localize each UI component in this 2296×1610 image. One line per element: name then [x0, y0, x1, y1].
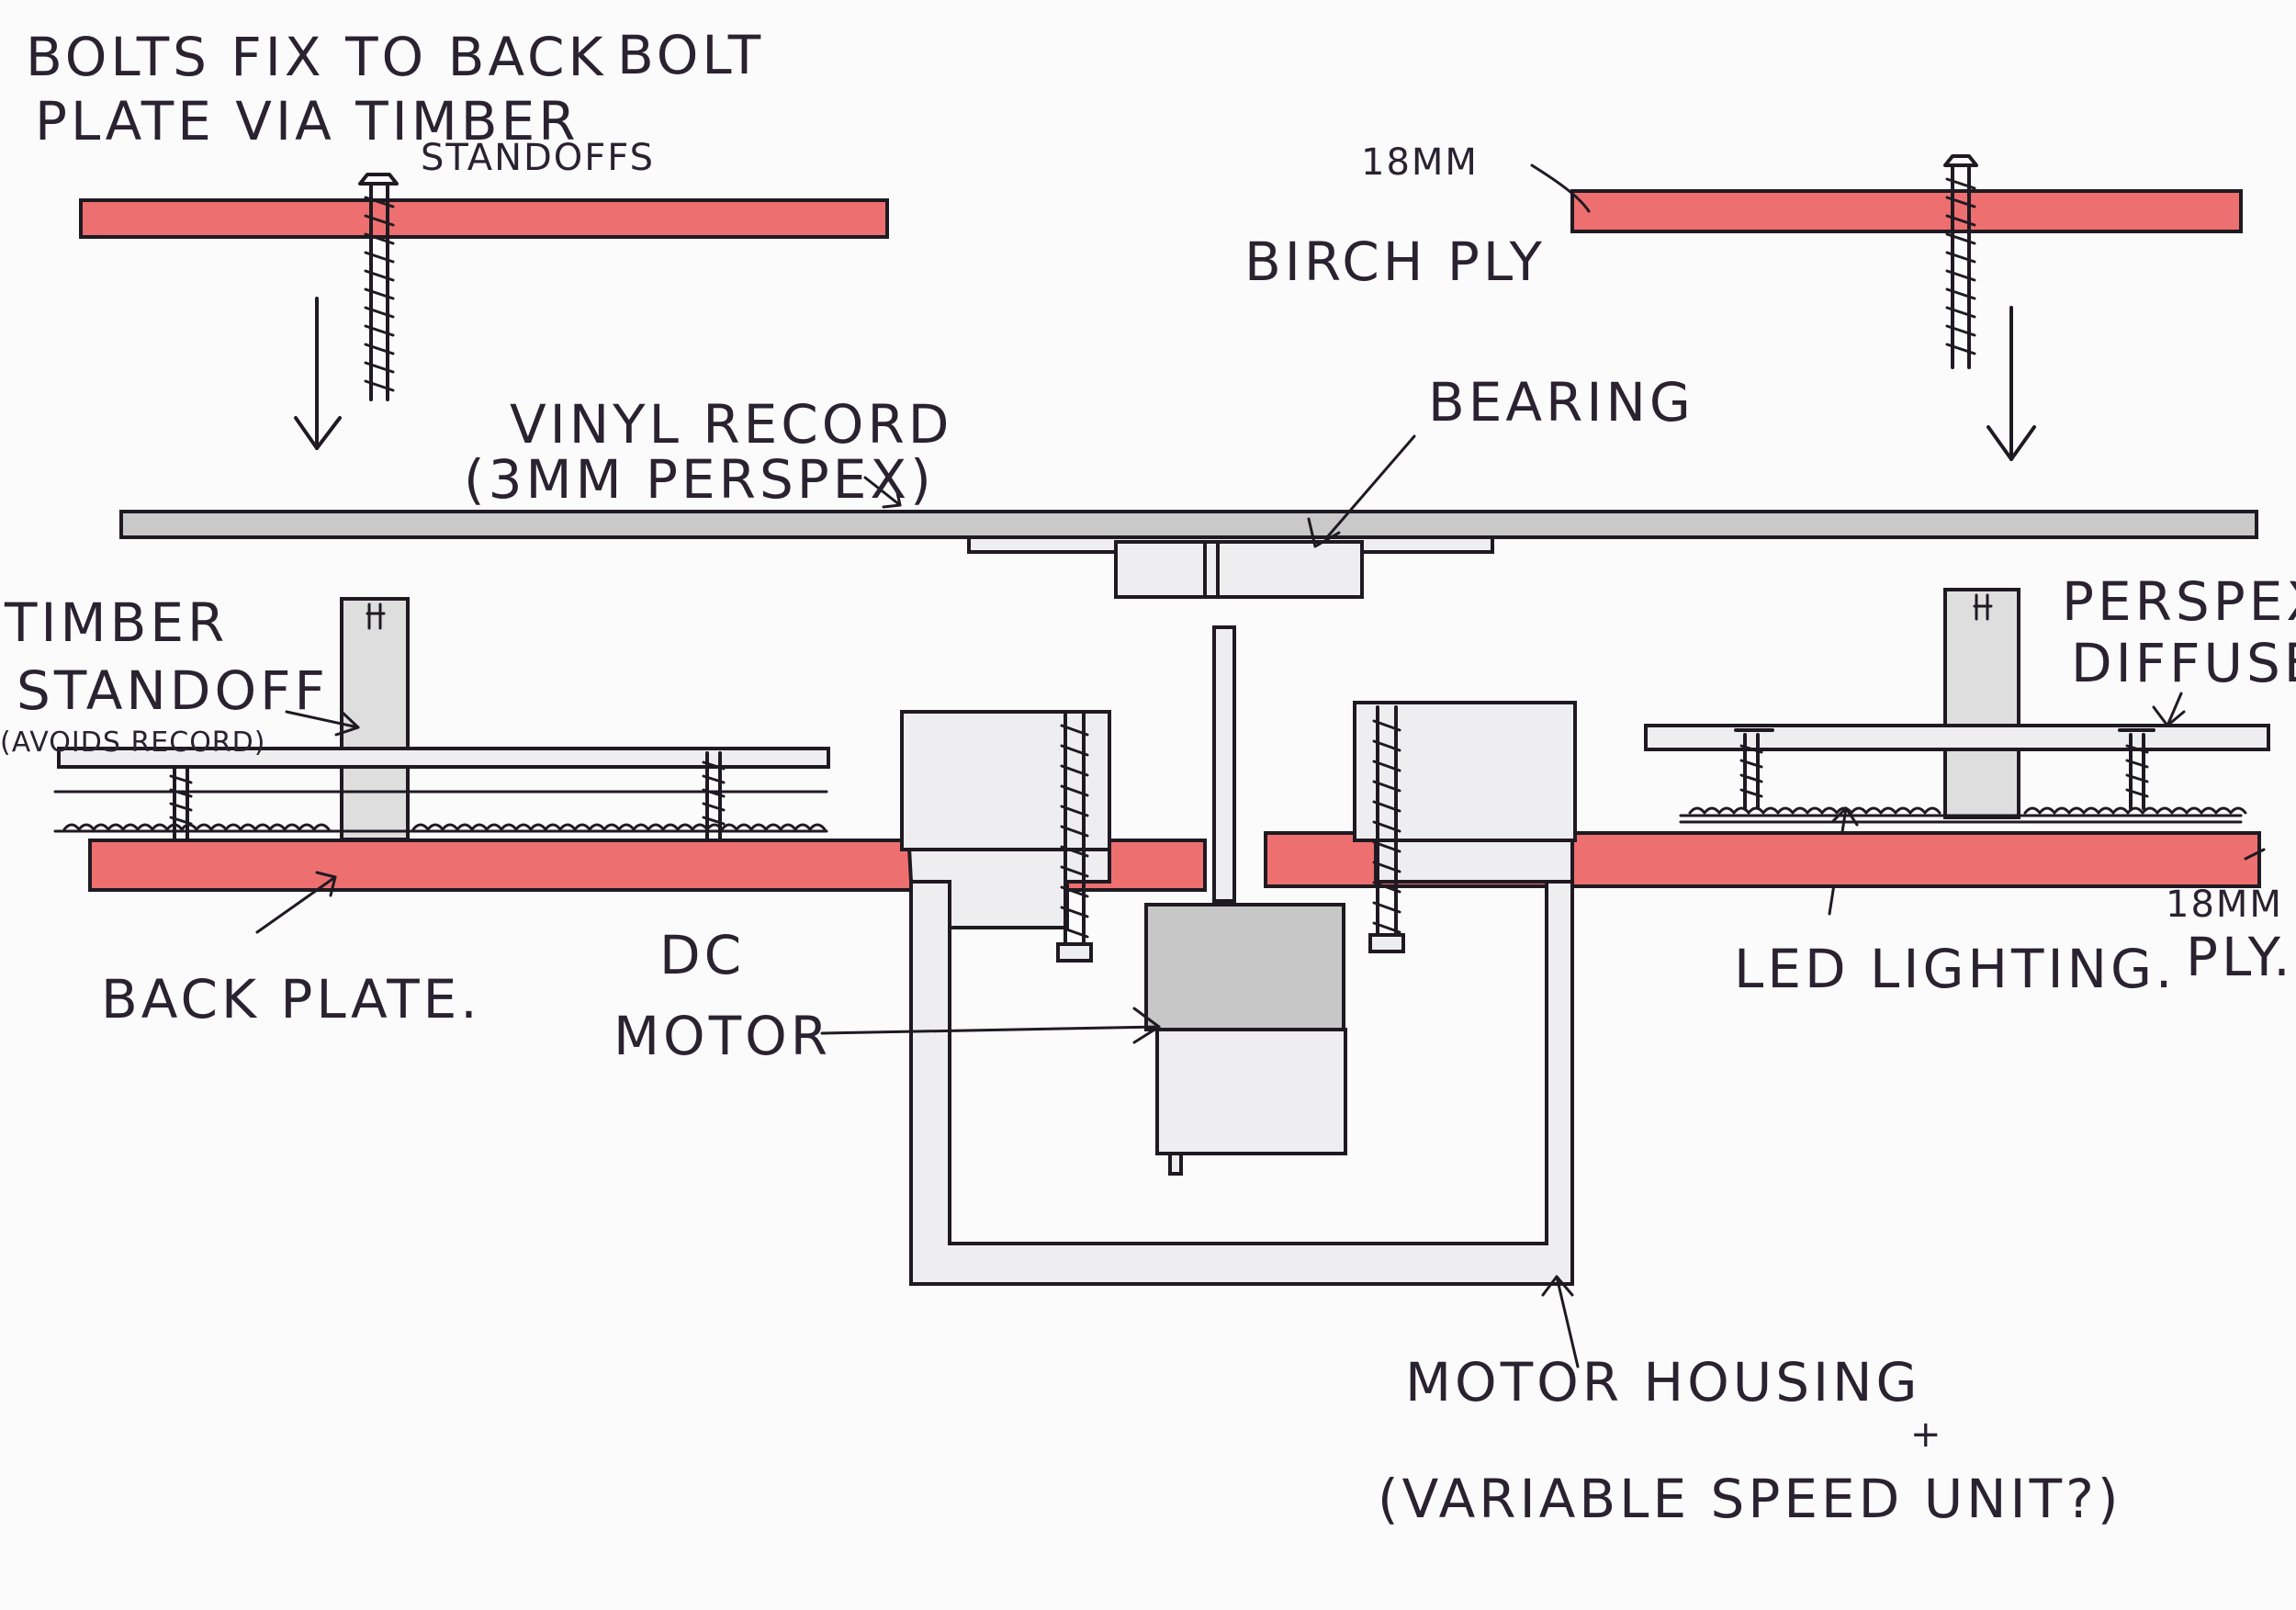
- bearing-leader: [1307, 434, 1416, 548]
- top-left-bolt: [358, 173, 399, 401]
- birch-ply-leader: [1530, 163, 1591, 213]
- label-variable-speed: (VARIABLE SPEED UNIT?): [1378, 1468, 2122, 1530]
- housing-bolt-right: [1368, 705, 1405, 953]
- bearing-block: [1114, 540, 1364, 599]
- housing-bolt-left: [1056, 710, 1093, 963]
- right-diffuser-screw-2: [2118, 728, 2155, 810]
- label-ply-right: PLY.: [2186, 926, 2294, 988]
- label-bolts-fix-line2: PLATE VIA TIMBER: [35, 90, 580, 152]
- annotations: BOLTS FIX TO BACK PLATE VIA TIMBER STAND…: [0, 24, 2296, 1530]
- right-perspex-diffuser: [1644, 724, 2270, 751]
- dc-motor: [820, 903, 1347, 1176]
- left-perspex-diffuser: [57, 747, 830, 769]
- label-dc: DC: [659, 924, 745, 986]
- right-led-strip-b: [2023, 806, 2247, 815]
- motor-housing: [899, 701, 1580, 1368]
- label-vinyl-record-line2: (3MM PERSPEX): [464, 448, 935, 511]
- top-right-ply-detail: [1530, 154, 2243, 461]
- right-led-strip-a: [1688, 806, 1941, 815]
- label-timber-line1: TIMBER: [4, 591, 228, 654]
- dc-motor-lower: [1155, 1028, 1347, 1155]
- top-left-ply-board: [79, 198, 889, 239]
- label-back-plate: BACK PLATE.: [101, 968, 481, 1030]
- dc-motor-terminal: [1168, 1152, 1183, 1176]
- label-ply-thickness-right: 18MM: [2166, 884, 2283, 926]
- top-left-ply-detail: [79, 173, 889, 450]
- top-right-ply-board: [1570, 189, 2243, 233]
- label-bolt: BOLT: [617, 24, 764, 86]
- label-birch-ply: BIRCH PLY: [1244, 231, 1546, 293]
- left-timber-standoff: [340, 597, 410, 841]
- label-standoff-line2: STANDOFF: [17, 659, 329, 722]
- label-ply-thickness-top: 18MM: [1361, 141, 1479, 184]
- label-plus-mark: +: [1910, 1413, 1943, 1456]
- label-bolts-fix-line1: BOLTS FIX TO BACK: [26, 26, 607, 88]
- dc-motor-upper: [1144, 903, 1345, 1031]
- top-left-down-arrow: [294, 297, 342, 450]
- right-diffuser-screw-1: [1734, 728, 1774, 810]
- label-led-lighting: LED LIGHTING.: [1734, 938, 2176, 1000]
- left-led-strip-a: [62, 823, 331, 831]
- top-right-bolt: [1943, 154, 1978, 369]
- right-assembly: [1644, 588, 2270, 916]
- left-led-strip-b: [411, 823, 827, 831]
- label-vinyl-record-line1: VINYL RECORD: [510, 393, 952, 456]
- label-avoids-record: (AVOIDS RECORD): [0, 726, 265, 759]
- motor-shaft: [1212, 625, 1236, 903]
- housing-left-block: [900, 710, 1111, 851]
- top-right-down-arrow: [1986, 306, 2036, 461]
- label-diffuser-line2: DIFFUSER: [2071, 632, 2296, 694]
- label-motor-housing: MOTOR HOUSING: [1405, 1351, 1920, 1413]
- housing-right-block: [1353, 701, 1577, 842]
- label-bearing: BEARING: [1428, 371, 1694, 433]
- left-diffuser-screw-2: [702, 751, 726, 842]
- label-standoffs: STANDOFFS: [421, 137, 655, 179]
- vinyl-record-sheet: [119, 476, 2258, 599]
- left-diffuser-screw-1: [169, 765, 193, 842]
- housing-u-frame: [909, 880, 1574, 1286]
- right-timber-standoff: [1943, 588, 2020, 819]
- label-perspex-line1: PERSPEX: [2062, 570, 2296, 633]
- label-motor: MOTOR: [613, 1005, 831, 1067]
